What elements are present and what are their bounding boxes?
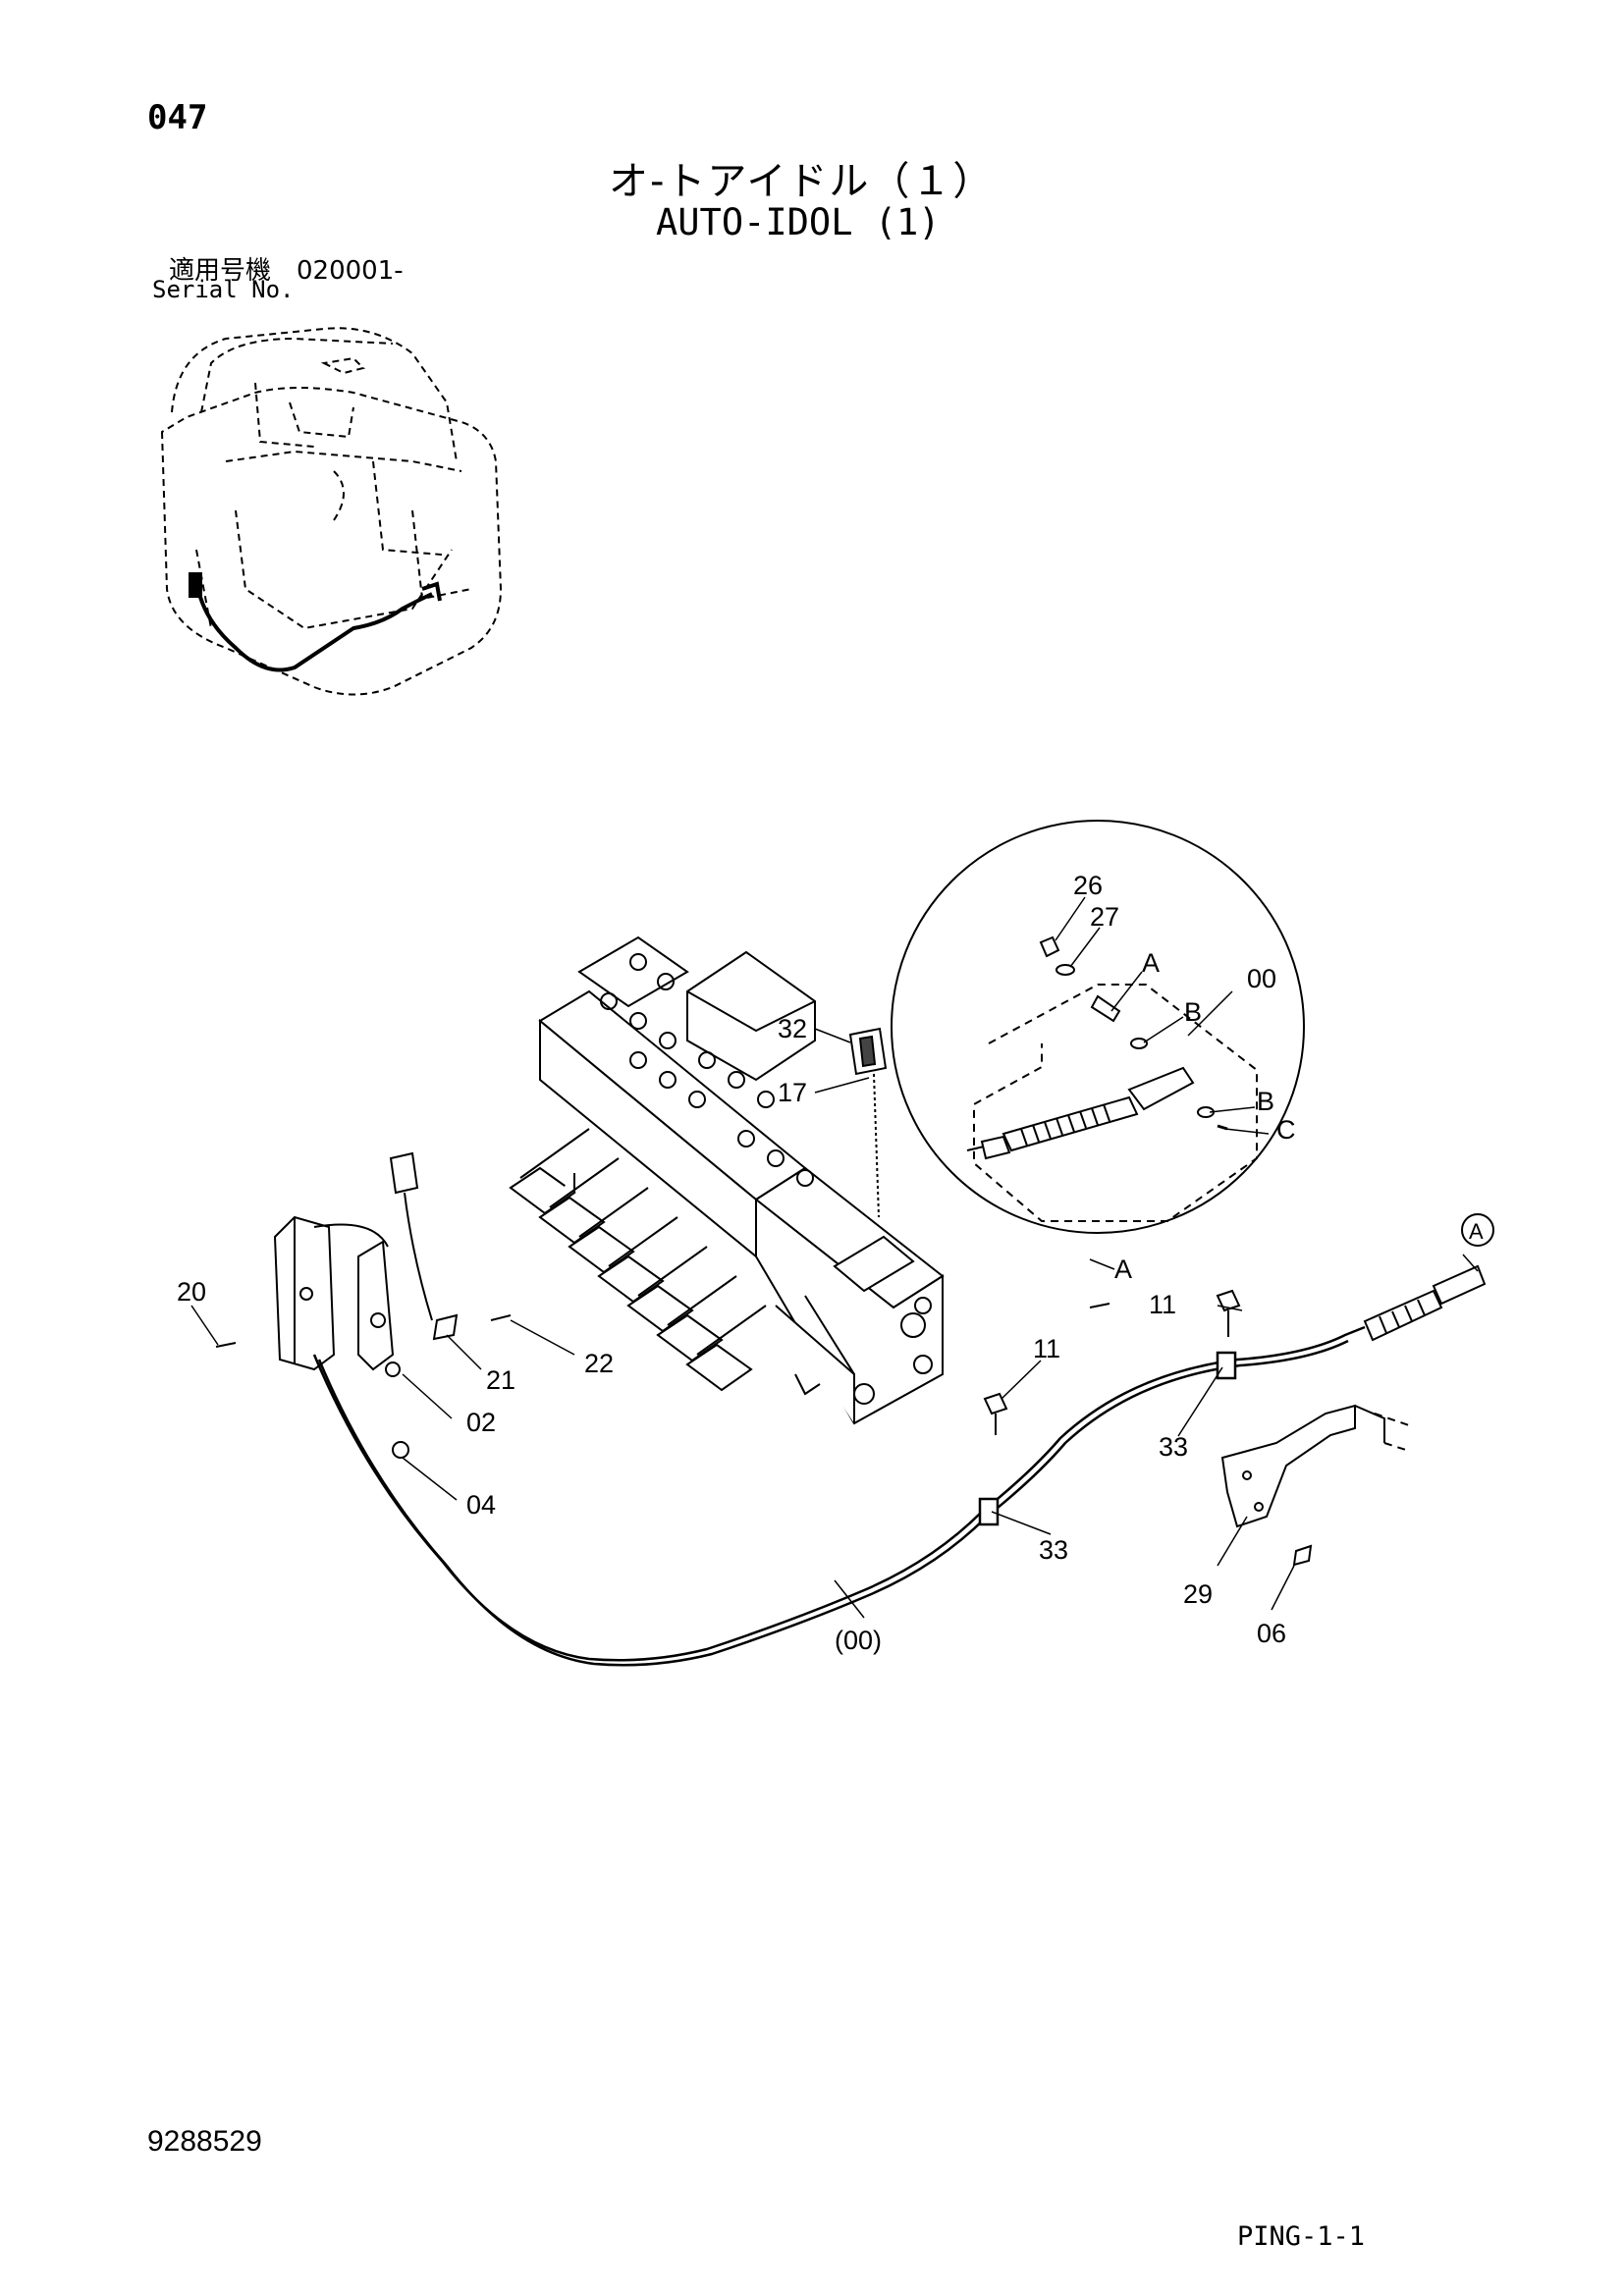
- serial-label-english: Serial No.: [152, 276, 295, 303]
- cable-end-bellows: [1363, 1264, 1487, 1342]
- callout-b-bottom: B: [1257, 1087, 1274, 1116]
- cab-location-thumbnail: [160, 327, 503, 696]
- callout-33-left: 33: [1039, 1535, 1068, 1565]
- callout-26: 26: [1073, 871, 1103, 900]
- callout-32: 32: [778, 1014, 807, 1043]
- bolts: [983, 1289, 1241, 1435]
- sheet-reference: PING-1-1: [1237, 2221, 1366, 2252]
- detail-cable-end: [966, 935, 1228, 1160]
- callout-b-top: B: [1184, 997, 1202, 1027]
- callout-33-right: 33: [1159, 1432, 1188, 1462]
- callout-11-upper: 11: [1149, 1290, 1176, 1319]
- callout-c: C: [1276, 1115, 1296, 1145]
- throttle-cable: [312, 1325, 1366, 1667]
- sensor-connector-assembly: [848, 1027, 888, 1218]
- cable-bracket: [1220, 1404, 1410, 1567]
- cab-harness-route: [189, 572, 442, 672]
- callout-06: 06: [1257, 1619, 1286, 1648]
- callout-a-detail: A: [1142, 948, 1160, 978]
- page-number: 047: [147, 98, 208, 137]
- reference-circle-a: [1461, 1213, 1494, 1247]
- serial-label-japanese: 適用号機 020001-: [169, 256, 404, 286]
- callout-20: 20: [177, 1277, 206, 1307]
- detail-view-circle: [891, 820, 1305, 1308]
- callout-00-cable: (00): [835, 1626, 882, 1655]
- callout-labels: 26 27 A 00 B B C A 32 17 20 21 22 02 04 …: [177, 871, 1484, 1655]
- callout-a-circled: A: [1469, 1219, 1484, 1244]
- callout-27: 27: [1090, 902, 1119, 932]
- callout-leaders: [190, 1028, 1479, 1619]
- callout-21: 21: [486, 1365, 515, 1395]
- callout-17: 17: [778, 1078, 807, 1107]
- page-title-english: AUTO-IDOL (1): [656, 201, 941, 243]
- control-valve-assembly: [509, 935, 945, 1425]
- callout-02: 02: [466, 1408, 496, 1437]
- auto-idle-actuator: [215, 1151, 512, 1459]
- callout-a-section: A: [1114, 1255, 1132, 1284]
- actuator-wiring: [313, 1192, 433, 1321]
- document-number: 9288529: [147, 2125, 262, 2158]
- callout-22: 22: [584, 1349, 614, 1378]
- page-title-japanese: オ-トアイドル（１）: [609, 159, 995, 204]
- callout-11-lower: 11: [1033, 1334, 1060, 1363]
- callout-04: 04: [466, 1490, 496, 1520]
- callout-00: 00: [1247, 964, 1276, 993]
- callout-29: 29: [1183, 1579, 1213, 1609]
- detail-leader-lines: [1055, 896, 1270, 1270]
